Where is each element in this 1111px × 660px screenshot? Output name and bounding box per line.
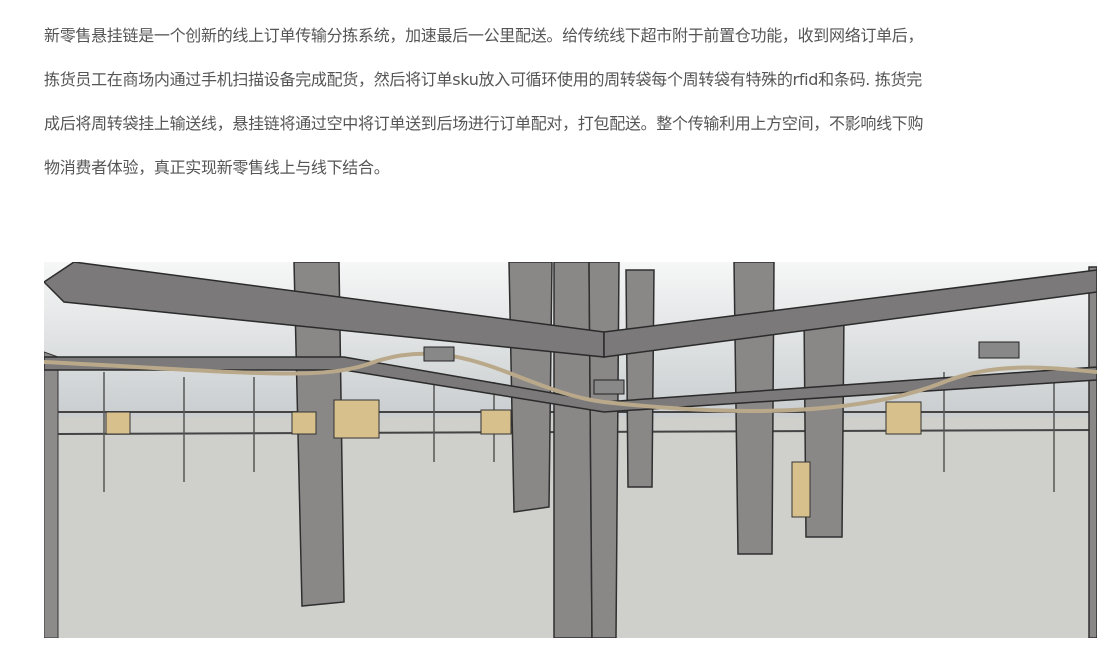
paragraph-line: 物消费者体验，真正实现新零售线上与线下结合。 — [44, 158, 390, 177]
conveyor-render — [44, 262, 1097, 638]
overhead-conveyor-illustration — [44, 262, 1097, 638]
article-paragraph: 新零售悬挂链是一个创新的线上订单传输分拣系统，加速最后一公里配送。给传统线下超市… — [44, 14, 1111, 190]
paragraph-line: 拣货员工在商场内通过手机扫描设备完成配货，然后将订单sku放入可循环使用的周转袋… — [44, 70, 922, 89]
paragraph-line: 新零售悬挂链是一个创新的线上订单传输分拣系统，加速最后一公里配送。给传统线下超市… — [44, 26, 924, 45]
paragraph-line: 成后将周转袋挂上输送线，悬挂链将通过空中将订单送到后场进行订单配对，打包配送。整… — [44, 114, 924, 133]
